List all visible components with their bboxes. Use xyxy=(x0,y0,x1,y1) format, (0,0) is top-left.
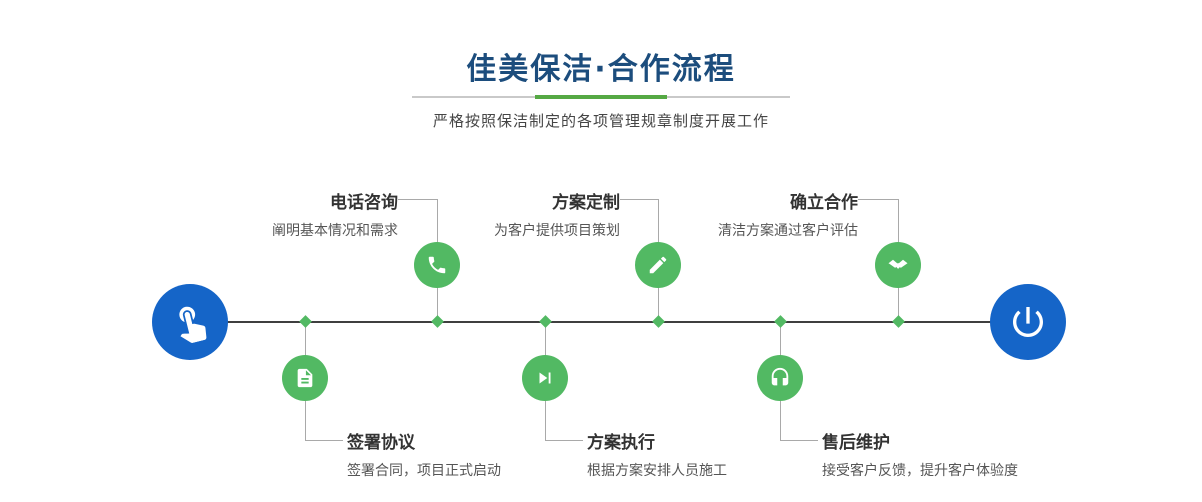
connector-horizontal-phone xyxy=(398,199,438,200)
step-title: 签署协议 xyxy=(347,433,415,453)
play-icon xyxy=(534,367,556,389)
timeline-diamond-marker xyxy=(774,315,787,328)
step-desc: 清洁方案通过客户评估 xyxy=(718,223,858,239)
handshake-icon xyxy=(886,253,910,277)
timeline-diamond-marker xyxy=(539,315,552,328)
document-icon xyxy=(294,367,316,389)
step-node-phone xyxy=(414,242,460,288)
connector-horizontal-headset xyxy=(780,440,818,441)
step-label-phone: 电话咨询 阐明基本情况和需求 xyxy=(188,188,398,240)
timeline-end-node xyxy=(990,284,1066,360)
step-title: 电话咨询 xyxy=(330,193,398,213)
timeline-diamond-marker xyxy=(892,315,905,328)
page-subtitle: 严格按照保洁制定的各项管理规章制度开展工作 xyxy=(432,112,769,130)
timeline-diamond-marker xyxy=(431,315,444,328)
title-divider xyxy=(412,95,790,99)
step-title: 方案定制 xyxy=(552,193,620,213)
pen-icon xyxy=(647,254,669,276)
timeline-line xyxy=(190,321,1028,323)
step-node-pen xyxy=(635,242,681,288)
step-desc: 签署合同，项目正式启动 xyxy=(347,463,501,479)
step-label-play: 方案执行 根据方案安排人员施工 xyxy=(587,428,847,480)
step-desc: 根据方案安排人员施工 xyxy=(587,463,727,479)
page-title: 佳美保洁·合作流程 xyxy=(466,52,736,87)
step-label-document: 签署协议 签署合同，项目正式启动 xyxy=(347,428,607,480)
step-desc: 接受客户反馈，提升客户体验度 xyxy=(822,463,1018,479)
connector-horizontal-pen xyxy=(620,199,659,200)
timeline-start-node xyxy=(152,284,228,360)
timeline-diamond-marker xyxy=(299,315,312,328)
timeline-diamond-marker xyxy=(652,315,665,328)
step-node-document xyxy=(282,355,328,401)
step-node-headset xyxy=(757,355,803,401)
step-title: 确立合作 xyxy=(790,193,858,213)
step-node-play xyxy=(522,355,568,401)
connector-horizontal-handshake xyxy=(858,199,899,200)
step-title: 方案执行 xyxy=(587,433,655,453)
headset-icon xyxy=(769,367,791,389)
step-label-pen: 方案定制 为客户提供项目策划 xyxy=(410,188,620,240)
connector-horizontal-play xyxy=(545,440,583,441)
step-desc: 为客户提供项目策划 xyxy=(494,223,620,239)
phone-icon xyxy=(426,254,448,276)
step-desc: 阐明基本情况和需求 xyxy=(272,223,398,239)
power-icon xyxy=(1008,302,1048,342)
step-label-headset: 售后维护 接受客户反馈，提升客户体验度 xyxy=(822,428,1082,480)
step-label-handshake: 确立合作 清洁方案通过客户评估 xyxy=(648,188,858,240)
touch-hand-icon xyxy=(169,301,211,343)
title-divider-accent xyxy=(535,95,667,99)
step-title: 售后维护 xyxy=(822,433,890,453)
step-node-handshake xyxy=(875,242,921,288)
connector-horizontal-document xyxy=(305,440,343,441)
